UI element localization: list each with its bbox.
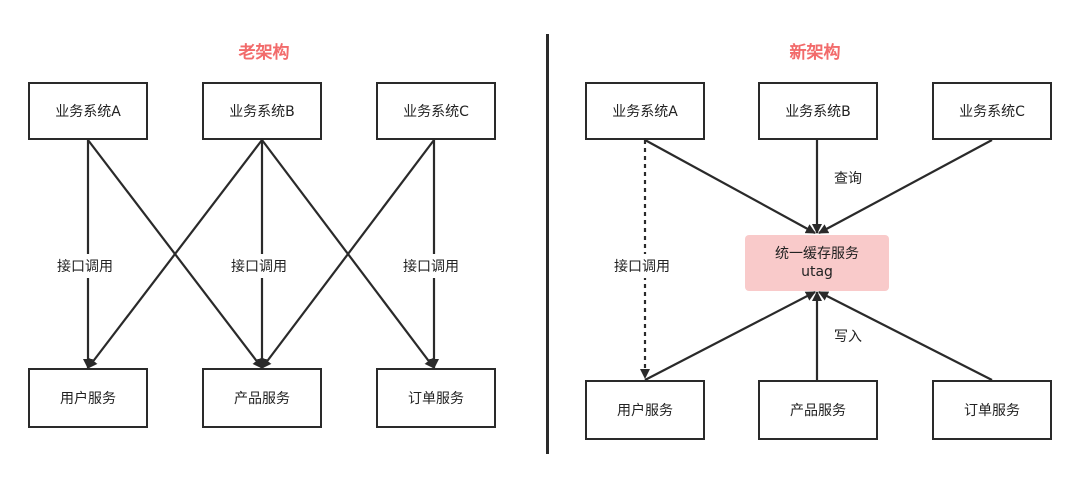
cache-service-name: 统一缓存服务 [775, 246, 859, 262]
old-system-b-box: 业务系统B [202, 82, 322, 140]
edge-new-order-cache [818, 291, 993, 381]
new-order-service-box: 订单服务 [932, 380, 1052, 440]
write-label: 写入 [831, 324, 865, 348]
edge-new-a-cache [644, 139, 816, 234]
query-label: 查询 [831, 166, 865, 190]
unified-cache-service-box: 统一缓存服务 utag [745, 235, 889, 291]
old-user-service-box: 用户服务 [28, 368, 148, 428]
new-system-b-box: 业务系统B [758, 82, 878, 140]
old-architecture-title: 老架构 [238, 43, 290, 63]
old-edge-label-c: 接口调用 [400, 254, 462, 278]
new-user-service-box: 用户服务 [585, 380, 705, 440]
edge-c-product [261, 139, 435, 369]
cache-service-code: utag [801, 264, 833, 280]
edge-new-user-cache [644, 291, 816, 381]
old-edge-label-b: 接口调用 [228, 254, 290, 278]
old-order-service-box: 订单服务 [376, 368, 496, 428]
new-system-a-box: 业务系统A [585, 82, 705, 140]
new-architecture-title: 新架构 [789, 43, 841, 63]
edge-new-c-cache [818, 139, 993, 234]
old-product-service-box: 产品服务 [202, 368, 322, 428]
new-product-service-box: 产品服务 [758, 380, 878, 440]
old-edge-label-a: 接口调用 [54, 254, 116, 278]
old-system-a-box: 业务系统A [28, 82, 148, 140]
new-call-label: 接口调用 [611, 254, 673, 278]
old-system-c-box: 业务系统C [376, 82, 496, 140]
new-system-c-box: 业务系统C [932, 82, 1052, 140]
edge-b-user [87, 139, 263, 369]
section-divider [546, 34, 549, 454]
